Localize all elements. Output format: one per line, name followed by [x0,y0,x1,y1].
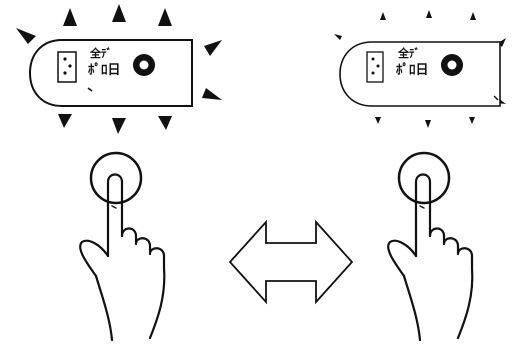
right-ray-bottom-3 [469,117,475,124]
left-ray-bottom-3 [158,116,172,130]
left-ray-bottom-2 [112,118,126,134]
left-indicator-dot-2 [68,64,71,67]
right-hand-finger-crease [420,206,424,208]
right-hand-icon [388,153,472,340]
right-indicator-dot-1 [372,58,375,61]
left-ray-bottom-1 [58,114,72,128]
right-ray-top-left [334,34,342,40]
right-device: 全ﾃﾞ ﾎﾟﾛ日 [340,42,500,106]
double-arrow-outline [230,222,352,302]
right-hand-palm [404,268,472,340]
right-indicator-dot-2 [377,65,380,68]
left-device-indicator [58,52,76,82]
double-arrow-icon [230,222,352,302]
left-ray-right-lower [202,88,222,100]
right-press-ring [399,153,449,203]
left-press-ring [91,153,141,203]
left-indicator-dot-3 [63,71,66,74]
left-ray-top-1 [63,8,77,26]
right-device-button-inner [448,61,457,70]
left-hand-icon [80,153,164,340]
left-device: 全ﾃﾞ ﾎﾟﾛ日 [30,40,192,106]
left-hand-thumb [80,241,108,276]
left-panel: 全ﾃﾞ ﾎﾟﾛ日 [16,4,222,340]
right-display-top: 全ﾃﾞ [397,46,420,60]
right-hand-knuckles [430,229,472,269]
right-ray-top-1 [380,12,386,20]
left-ray-right-upper [204,40,222,56]
right-hand-thumb [388,241,416,276]
left-ray-top-2 [112,4,126,22]
right-ray-bottom-1 [375,117,381,124]
left-ray-top-3 [158,8,172,26]
left-hand-palm [96,268,164,340]
left-hand-finger-crease [112,206,116,208]
left-device-button-inner [140,61,149,70]
right-ray-top-3 [470,12,476,20]
left-indicator-dot-1 [63,57,66,60]
left-hand-knuckles [122,229,164,269]
left-ray-top-left [16,28,36,44]
left-display-bottom: ﾎﾟﾛ日 [88,62,121,78]
right-panel: 全ﾃﾞ ﾎﾟﾛ日 [334,10,506,340]
left-display-top: 全ﾃﾞ [89,46,112,60]
right-display-bottom: ﾎﾟﾛ日 [396,62,429,78]
right-device-indicator [367,52,383,82]
right-indicator-dot-3 [372,72,375,75]
right-ray-bottom-2 [425,120,431,128]
right-ray-top-2 [426,10,432,18]
